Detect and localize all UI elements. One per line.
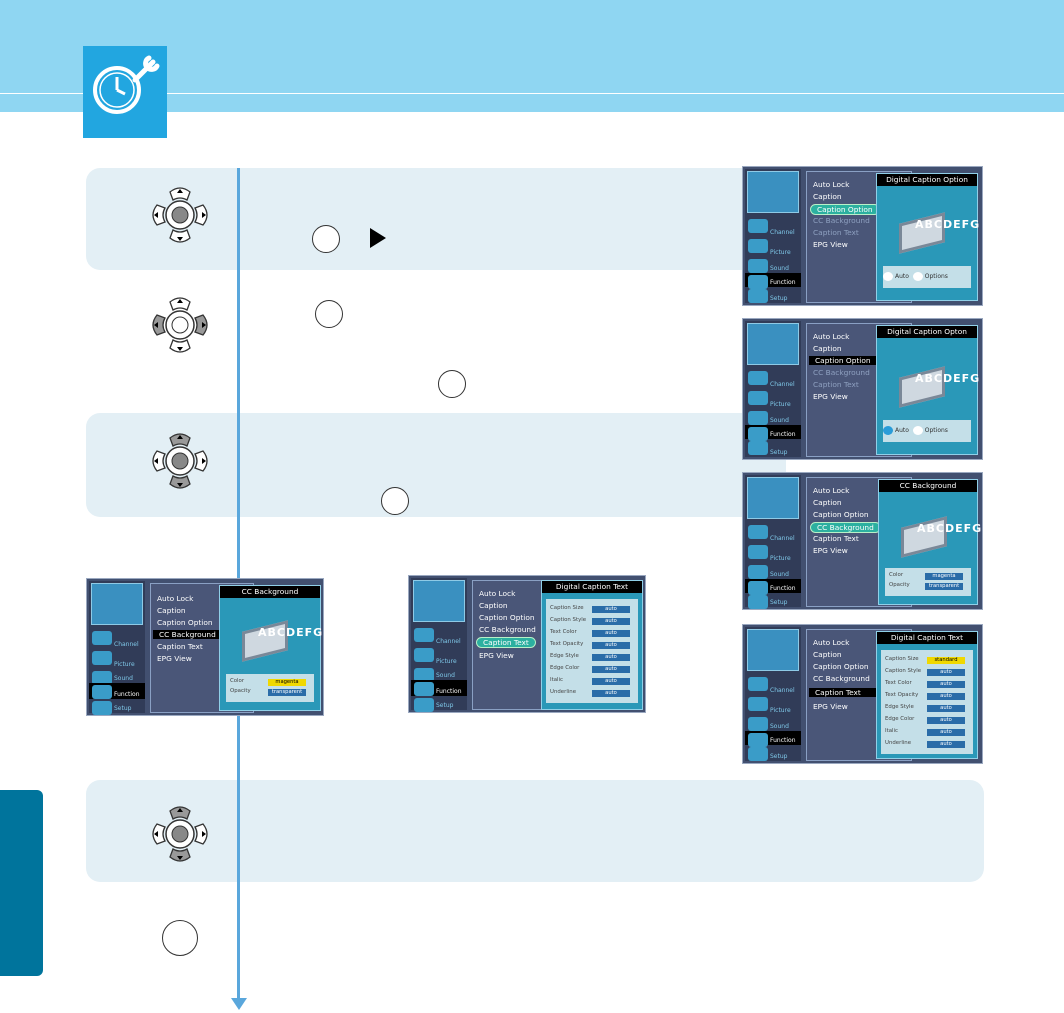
enter-button-icon (312, 225, 340, 253)
tv-menu-screenshot: Channel Picture Sound Function Setup Aut… (86, 578, 324, 716)
dpad-up-down-icon (152, 433, 208, 489)
function-menu-icon (747, 477, 799, 519)
function-menu-icon (413, 580, 465, 622)
enter-button-icon (381, 487, 409, 515)
tv-menu-screenshot: Channel Picture Sound Function Setup Aut… (742, 318, 983, 460)
function-menu-icon (91, 583, 143, 625)
dpad-left-right-icon (152, 297, 208, 353)
tv-menu-screenshot: Channel Picture Sound Function Setup Aut… (742, 472, 983, 610)
clock-wrench-icon (83, 46, 167, 138)
function-menu-icon (747, 323, 799, 365)
enter-button-icon (438, 370, 466, 398)
enter-button-icon (315, 300, 343, 328)
dpad-up-down-icon (152, 806, 208, 862)
enter-button-icon (162, 920, 198, 956)
function-menu-icon (747, 629, 799, 671)
flow-arrow-head (231, 998, 247, 1010)
tv-menu-screenshot: Channel Picture Sound Function Setup Aut… (408, 575, 646, 713)
tv-menu-screenshot: Channel Picture Sound Function Setup Aut… (742, 624, 983, 764)
function-menu-icon (747, 171, 799, 213)
header-divider (0, 93, 1064, 94)
right-arrow-icon (370, 228, 386, 248)
step-5-panel (86, 780, 984, 882)
tv-menu-screenshot: Channel Picture Sound Function Setup Aut… (742, 166, 983, 306)
section-side-tab (0, 790, 43, 976)
dpad-icon (152, 187, 208, 243)
